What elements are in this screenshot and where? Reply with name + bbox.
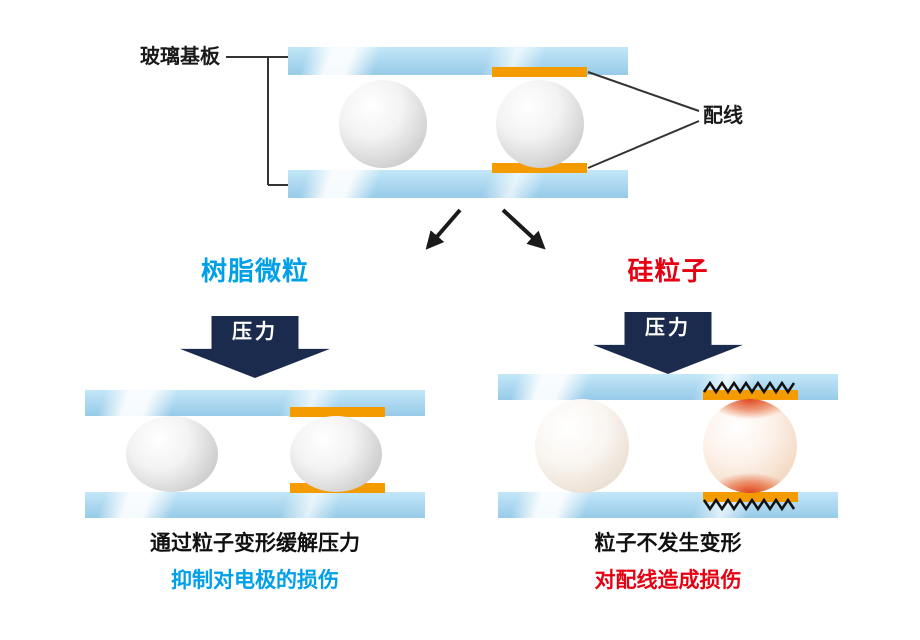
silica-caption-line2: 对配线造成损伤 <box>594 569 742 592</box>
wiring-connector-line-top <box>587 71 700 112</box>
resin-particle-deformed-right <box>290 416 382 492</box>
silica-electrode-bottom <box>703 492 798 502</box>
silica-particle-branch-label: 硅粒子 <box>627 256 709 286</box>
silica-particle-left <box>535 399 629 493</box>
silica-particle-stressed <box>703 399 797 493</box>
pressure-arrow-left: 压力 <box>180 316 330 378</box>
resin-particle-branch-label: 树脂微粒 <box>200 256 309 286</box>
spacer-particle-left <box>339 80 427 168</box>
silica-result-caption: 粒子不发生变形 对配线造成损伤 <box>473 527 863 594</box>
resin-caption-line2: 抑制对电极的损伤 <box>171 569 339 592</box>
branch-arrow-right <box>501 208 546 250</box>
wiring-connector-line-bottom <box>587 120 700 169</box>
wiring-label: 配线 <box>703 105 743 127</box>
wiring-electrode-bottom <box>492 163 587 173</box>
resin-result-caption: 通过粒子变形缓解压力 抑制对电极的损伤 <box>60 527 450 594</box>
pressure-label-right: 压力 <box>645 317 691 339</box>
resin-glass-bottom-plate <box>85 492 425 518</box>
resin-electrode-top <box>290 407 385 417</box>
silica-electrode-top <box>703 390 798 400</box>
branch-arrow-left <box>425 208 462 250</box>
spacer-particle-right <box>496 80 584 168</box>
wiring-electrode-top <box>492 67 587 77</box>
pressure-label-left: 压力 <box>232 321 278 343</box>
resin-particle-deformed-left <box>126 416 218 492</box>
resin-caption-line1: 通过粒子变形缓解压力 <box>150 532 360 555</box>
silica-caption-line1: 粒子不发生变形 <box>594 532 742 555</box>
glass-substrate-connector-line <box>226 56 288 186</box>
glass-substrate-label: 玻璃基板 <box>140 46 220 68</box>
glass-substrate-top-plate <box>288 47 628 75</box>
pressure-arrow-right: 压力 <box>593 312 743 374</box>
glass-substrate-bottom-plate <box>288 170 628 198</box>
